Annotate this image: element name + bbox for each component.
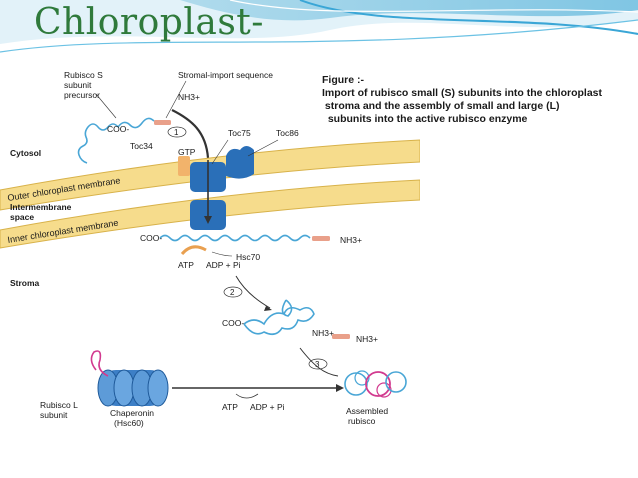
atp-label-1: ATP [178, 260, 194, 270]
chaperonin-icon [97, 369, 169, 407]
assembled-label-line1: Assembled [346, 406, 388, 416]
precursor-label-line2: subunit [64, 80, 92, 90]
figure-caption: Figure :- Import of rubisco small (S) su… [322, 74, 632, 126]
caption-line-3: stroma and the assembly of small and lar… [322, 100, 560, 112]
rubisco-import-diagram: Rubisco S subunit precursor Stromal-impo… [0, 70, 420, 428]
toc86-receptor [226, 146, 254, 179]
caption-line-1: Figure :- [322, 74, 364, 86]
toc86-label: Toc86 [276, 128, 299, 138]
step-2-marker [223, 286, 243, 298]
assembled-label-line2: rubisco [348, 416, 376, 426]
nh3-terminus-1: NH3+ [178, 92, 200, 102]
signal-peptide [154, 120, 171, 125]
step-3-number: 3 [315, 360, 320, 369]
intermembrane-label-line1: Intermembrane [10, 202, 72, 212]
slide-title: Chloroplast- [34, 2, 264, 43]
large-subunit-chain [90, 350, 109, 377]
caption-line-4: subunits into the active rubisco enzyme [322, 113, 528, 125]
coo-terminus-2: COO- [140, 233, 162, 243]
step-1-number: 1 [174, 128, 179, 137]
atp-label-2: ATP [222, 402, 238, 412]
stroma-label: Stroma [10, 278, 40, 288]
coo-terminus-3: COO- [222, 318, 244, 328]
adp-label-2: ADP + Pi [250, 402, 285, 412]
large-subunit-label-line1: Rubisco L [40, 400, 78, 410]
header-swoosh-decoration [0, 0, 638, 53]
precursor-chain [77, 117, 171, 164]
gtp-label: GTP [178, 147, 196, 157]
intermembrane-label-line2: space [10, 212, 34, 222]
cytosol-label: Cytosol [10, 148, 41, 158]
adp-label-1: ADP + Pi [206, 260, 241, 270]
coo-terminus-1: COO- [107, 124, 129, 134]
large-subunit-label-line2: subunit [40, 410, 68, 420]
toc34-receptor [178, 156, 190, 176]
assembled-rubisco-icon [344, 370, 407, 398]
chaperonin-label-line2: (Hsc60) [114, 418, 144, 428]
nh3-terminus-2: NH3+ [340, 235, 362, 245]
step-3-marker [308, 358, 328, 370]
precursor-label-line3: precursor [64, 90, 100, 100]
precursor-label-line1: Rubisco S [64, 70, 103, 80]
signal-sequence-label: Stromal-import sequence [178, 70, 273, 80]
step-2-number: 2 [230, 288, 235, 297]
nh3-terminus-3a: NH3+ [312, 328, 334, 338]
hsc70-label: Hsc70 [236, 252, 260, 262]
toc34-label: Toc34 [130, 141, 153, 151]
nh3-terminus-3b: NH3+ [356, 334, 378, 344]
chaperonin-label-line1: Chaperonin [110, 408, 154, 418]
toc75-label: Toc75 [228, 128, 251, 138]
caption-line-2: Import of rubisco small (S) subunits int… [322, 87, 603, 99]
step-1-marker [167, 126, 187, 138]
